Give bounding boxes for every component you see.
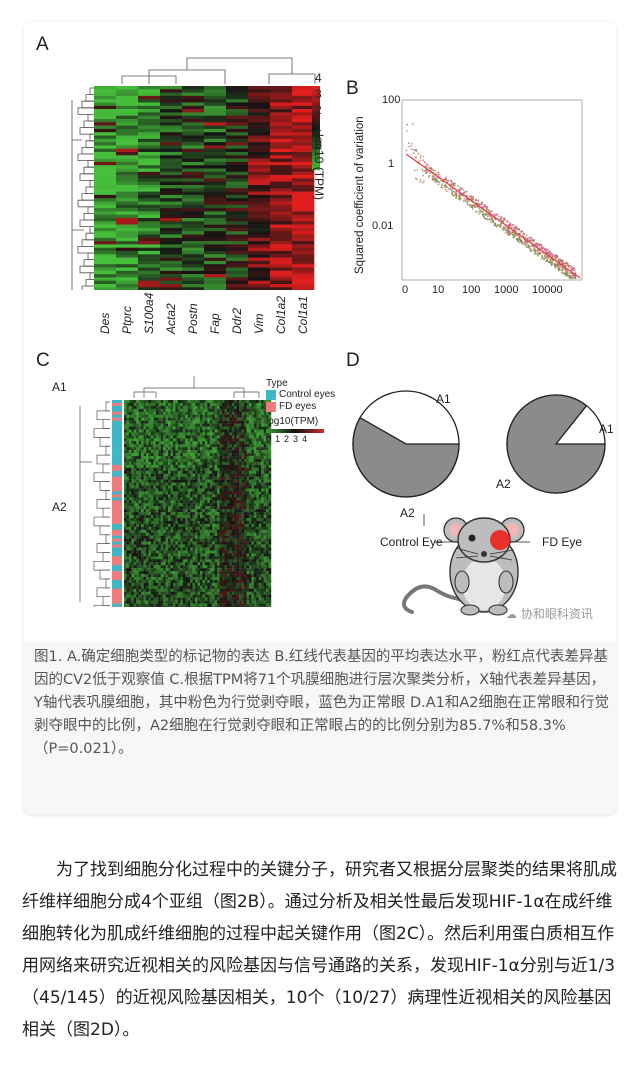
panel-d-letter: D: [346, 350, 360, 371]
panel-a-letter: A: [36, 34, 49, 55]
c-legend-swatch-control: [266, 390, 276, 400]
b-xtick-10: 10: [432, 284, 445, 296]
c-legend-swatch-fd: [266, 402, 276, 412]
panel-b-scatter: [401, 99, 583, 281]
b-xtick-100: 100: [462, 284, 481, 296]
c-scale-label: log10(TPM): [266, 416, 319, 427]
article-paragraph: 为了找到细胞分化过程中的关键分子，研究者又根据分层聚类的结果将肌成纤维样细胞分成…: [22, 860, 617, 1040]
legend-tick-2: 2: [315, 103, 322, 117]
b-ytick-100: 100: [382, 94, 401, 106]
gene-label-col1a2: Col1a2: [274, 295, 288, 334]
b-xtick-1000: 1000: [494, 284, 519, 296]
b-xtick-0: 0: [402, 284, 409, 296]
d-control-label: Control Eye: [380, 535, 443, 549]
gene-label-s100a4: S100a4: [142, 292, 156, 334]
wechat-icon: ☁: [506, 608, 517, 621]
gene-label-ptprc: Ptprc: [120, 305, 134, 334]
panel-d-diagram: [352, 390, 606, 616]
gene-label-vim: Vim: [252, 313, 266, 334]
legend-tick-0: 0: [315, 137, 322, 151]
gene-label-acta2: Acta2: [164, 303, 178, 334]
d-left-a1: A1: [436, 392, 451, 406]
watermark-text: 协和眼科资讯: [520, 607, 593, 621]
gene-label-fap: Fap: [208, 313, 222, 334]
c-legend-title: Type: [266, 378, 288, 389]
panel-c-letter: C: [36, 350, 50, 371]
legend-tick-1: 1: [315, 120, 322, 134]
panel-b-letter: B: [346, 78, 359, 99]
gene-label-postn: Postn: [186, 303, 200, 334]
d-right-a2: A2: [496, 477, 511, 491]
right-pie-a2-slice: [506, 394, 606, 494]
c-group-a2: A2: [52, 500, 67, 514]
watermark: ☁ 协和眼科资讯: [506, 605, 593, 622]
figure-caption: 图1. A.确定细胞类型的标记物的表达 B.红线代表基因的平均表达水平，粉红点代…: [34, 649, 610, 757]
b-xtick-10000: 10000: [532, 284, 563, 296]
d-left-a2: A2: [400, 506, 415, 520]
panel-c-heatmap: [79, 376, 272, 607]
gene-label-ddr2: Ddr2: [230, 307, 244, 334]
legend-tick-4: 4: [315, 71, 322, 85]
b-ytick-1: 1: [388, 158, 395, 170]
c-legend-fd: FD eyes: [279, 401, 317, 412]
gene-label-col1a1: Col1a1: [296, 295, 310, 334]
b-ytick-001: 0.01: [372, 220, 394, 232]
panel-a-heatmap: [71, 57, 320, 290]
c-scale-ticks: 01234: [266, 434, 312, 444]
c-scale-bar: [266, 429, 324, 433]
figure-image: A Des Ptprc S100a4 Acta2 Postn Fap Ddr2 Vim Col1…: [24, 22, 616, 642]
d-fd-label: FD Eye: [542, 535, 583, 549]
mouse-illustration: [402, 517, 525, 616]
gene-label-des: Des: [98, 312, 112, 334]
left-pie-a2-slice: [352, 416, 460, 498]
legend-title: log10 (TPM): [312, 134, 326, 201]
b-ylabel: Squared coefficient of variation: [354, 116, 366, 274]
c-legend-control: Control eyes: [279, 389, 336, 400]
c-group-a1: A1: [52, 380, 67, 394]
legend-tick-3: 3: [315, 87, 322, 101]
figure-card: A Des Ptprc S100a4 Acta2 Postn Fap Ddr2 Vim Col1…: [24, 22, 616, 814]
d-right-a1: A1: [599, 422, 614, 436]
